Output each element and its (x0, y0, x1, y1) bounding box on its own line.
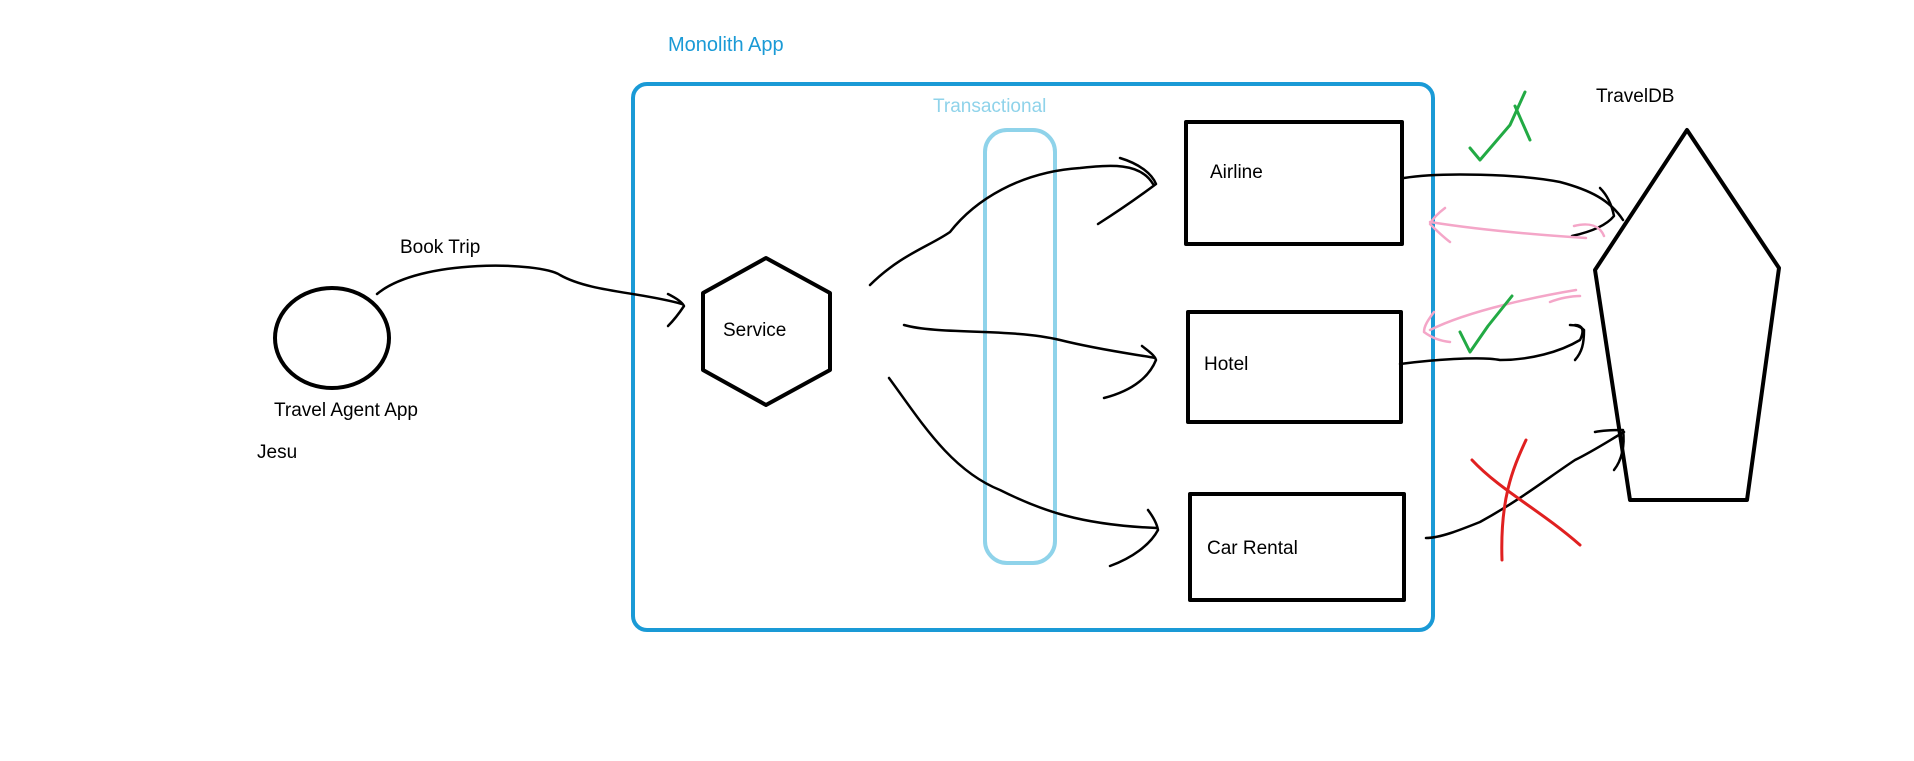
travel-agent-app-node (273, 286, 391, 390)
airline-box (1184, 120, 1404, 246)
car-rental-to-db-arrow (1424, 428, 1626, 540)
airline-to-db-arrow (1402, 173, 1625, 238)
service-node (701, 256, 832, 407)
car-rental-failure-x-icon (1470, 438, 1582, 562)
airline-label: Airline (1210, 162, 1263, 183)
service-to-hotel-arrow (902, 323, 1158, 400)
service-to-airline-arrow (868, 156, 1158, 287)
hotel-to-db-arrow (1398, 323, 1586, 366)
car-rental-box (1188, 492, 1406, 602)
book-trip-label: Book Trip (400, 237, 481, 258)
hotel-label: Hotel (1204, 354, 1249, 375)
airline-success-check-icon (1468, 90, 1532, 162)
hotel-rollback-arrow (1422, 288, 1582, 344)
transactional-label: Transactional (933, 96, 1047, 117)
travel-agent-app-label: Travel Agent App (274, 400, 419, 421)
monolith-boundary (631, 82, 1435, 632)
user-name-label: Jesu (257, 442, 298, 463)
airline-rollback-arrow (1428, 206, 1606, 244)
book-trip-arrow (375, 264, 686, 328)
traveldb-label: TravelDB (1596, 86, 1675, 107)
hotel-success-check-icon (1458, 294, 1514, 354)
service-label: Service (723, 320, 787, 341)
monolith-label: Monolith App (668, 34, 784, 56)
car-rental-label: Car Rental (1207, 538, 1298, 559)
transactional-boundary (983, 128, 1057, 565)
hotel-box (1186, 310, 1403, 424)
service-to-car-rental-arrow (887, 376, 1160, 568)
traveldb-node (1593, 128, 1781, 502)
